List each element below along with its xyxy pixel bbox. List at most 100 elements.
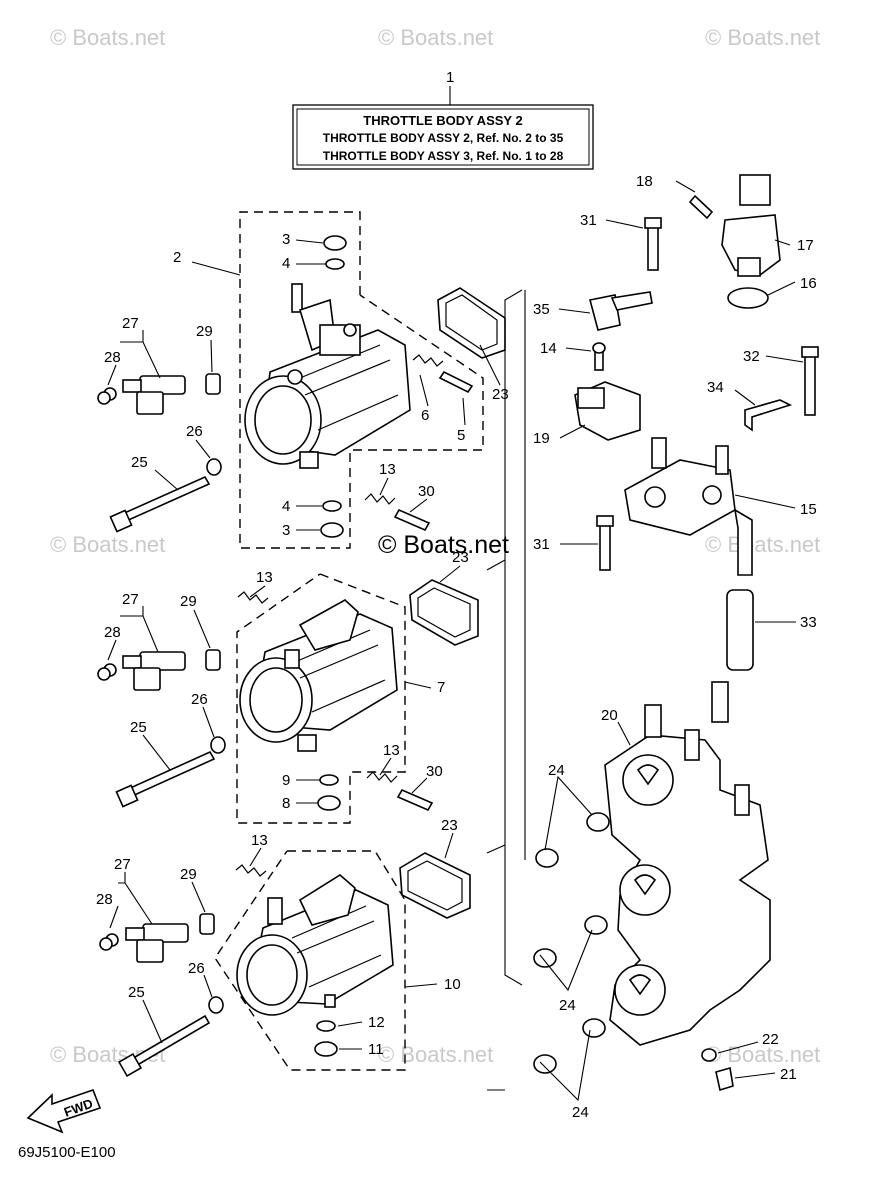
callout-27-mid: 27 [122,591,139,608]
callout-4-top: 4 [282,255,290,272]
nut-3-top [323,235,347,251]
washer-4-top [325,258,345,270]
washer-4-bottom [322,500,342,512]
right-assembly [486,174,819,1092]
callout-3-bottom: 3 [282,522,290,539]
watermark-mid-left: © Boats.net [50,532,165,557]
hose-33 [726,589,754,671]
o-ring-16 [727,287,769,309]
callout-2: 2 [173,249,181,266]
title-line-1: THROTTLE BODY ASSY 2 [363,113,522,128]
callout-23-mid: 23 [452,549,469,566]
bolt-21 [715,1066,734,1092]
watermark-bottom-right: © Boats.net [705,1042,820,1067]
screw-30-top [393,508,431,532]
screw-30-mid [396,788,434,812]
callout-29-bottom: 29 [180,866,197,883]
nut-3-bottom [320,522,344,538]
watermark-center: © Boats.net [378,531,509,559]
callout-35: 35 [533,301,550,318]
callout-23-bottom: 23 [441,817,458,834]
callout-24-top: 24 [548,762,565,779]
callout-15: 15 [800,501,817,518]
callout-5: 5 [457,427,465,444]
collar-24-a2 [535,848,559,868]
callout-28-top: 28 [104,349,121,366]
washer-26-mid [210,736,226,754]
callout-26-bottom: 26 [188,960,205,977]
callout-13-top: 13 [379,461,396,478]
watermark-top-right: © Boats.net [705,25,820,50]
throttle-body-7-group [97,573,479,824]
collar-24-b1 [584,915,608,935]
callout-31-bottom: 31 [533,536,550,553]
title-line-3: THROTTLE BODY ASSY 3, Ref. No. 1 to 28 [323,149,564,163]
injector-27-mid [97,651,186,691]
sensor-17 [721,174,781,277]
callout-22: 22 [762,1031,779,1048]
callout-28-bottom: 28 [96,891,113,908]
callout-23-top: 23 [492,386,509,403]
callout-13-mid-top: 13 [256,569,273,586]
nut-8 [317,795,341,811]
callout-29-mid: 29 [180,593,197,610]
callout-33: 33 [800,614,817,631]
callout-labels: 2 3 4 4 3 5 6 23 13 30 27 28 29 26 25 13… [96,173,817,1121]
spacer-29-mid [205,649,221,671]
throttle-body-10 [236,874,394,1016]
gasket-23-bottom [399,852,471,919]
callout-21: 21 [780,1066,797,1083]
title-box: 1 THROTTLE BODY ASSY 2 THROTTLE BODY ASS… [292,69,594,170]
callout-3-top: 3 [282,231,290,248]
bolt-25-mid [115,750,216,808]
title-line-2: THROTTLE BODY ASSY 2, Ref. No. 2 to 35 [323,131,564,145]
bolt-25-bottom [117,1014,211,1078]
watermark-top-center: © Boats.net [378,25,493,50]
callout-26-mid: 26 [191,691,208,708]
callout-18: 18 [636,173,653,190]
injector-27-bottom [99,923,189,963]
callout-17: 17 [797,237,814,254]
callout-26-top: 26 [186,423,203,440]
throttle-body-10-group [99,850,471,1078]
callout-27-bottom: 27 [114,856,131,873]
washer-26-bottom [208,996,224,1014]
callout-4-bottom: 4 [282,498,290,515]
watermark-bottom-center: © Boats.net [378,1042,493,1067]
sensor-19 [574,381,641,441]
washer-12 [316,1020,336,1032]
bolt-31-bottom [599,524,611,571]
throttle-body-2 [244,283,411,469]
callout-28-mid: 28 [104,624,121,641]
throttle-body-2-group [97,211,506,549]
callout-20: 20 [601,707,618,724]
bolt-25-top [109,475,211,533]
callout-24-mid: 24 [559,997,576,1014]
fwd-arrow: FWD [26,1088,102,1134]
spring-6 [412,354,444,367]
watermark-mid-right: © Boats.net [705,532,820,557]
callout-30-mid: 30 [426,763,443,780]
callout-13-mid-bottom: 13 [383,742,400,759]
callout-13-bottom: 13 [251,832,268,849]
bolt-32 [804,354,816,416]
callout-31-top: 31 [580,212,597,229]
callout-16: 16 [800,275,817,292]
watermark-top-left: © Boats.net [50,25,165,50]
callout-8: 8 [282,795,290,812]
manifold-20 [604,681,771,1046]
screw-5 [438,370,474,394]
callout-30-top: 30 [418,483,435,500]
callout-6: 6 [421,407,429,424]
callout-9: 9 [282,772,290,789]
collar-24-a1 [586,812,610,832]
clip-35 [589,294,621,331]
bolt-31-top [647,224,659,271]
callout-25-top: 25 [131,454,148,471]
washer-22 [701,1048,717,1062]
nut-11 [314,1041,338,1057]
drawing-code: 69J5100-E100 [18,1144,116,1161]
callout-11: 11 [368,1041,384,1058]
washer-9 [319,774,339,786]
